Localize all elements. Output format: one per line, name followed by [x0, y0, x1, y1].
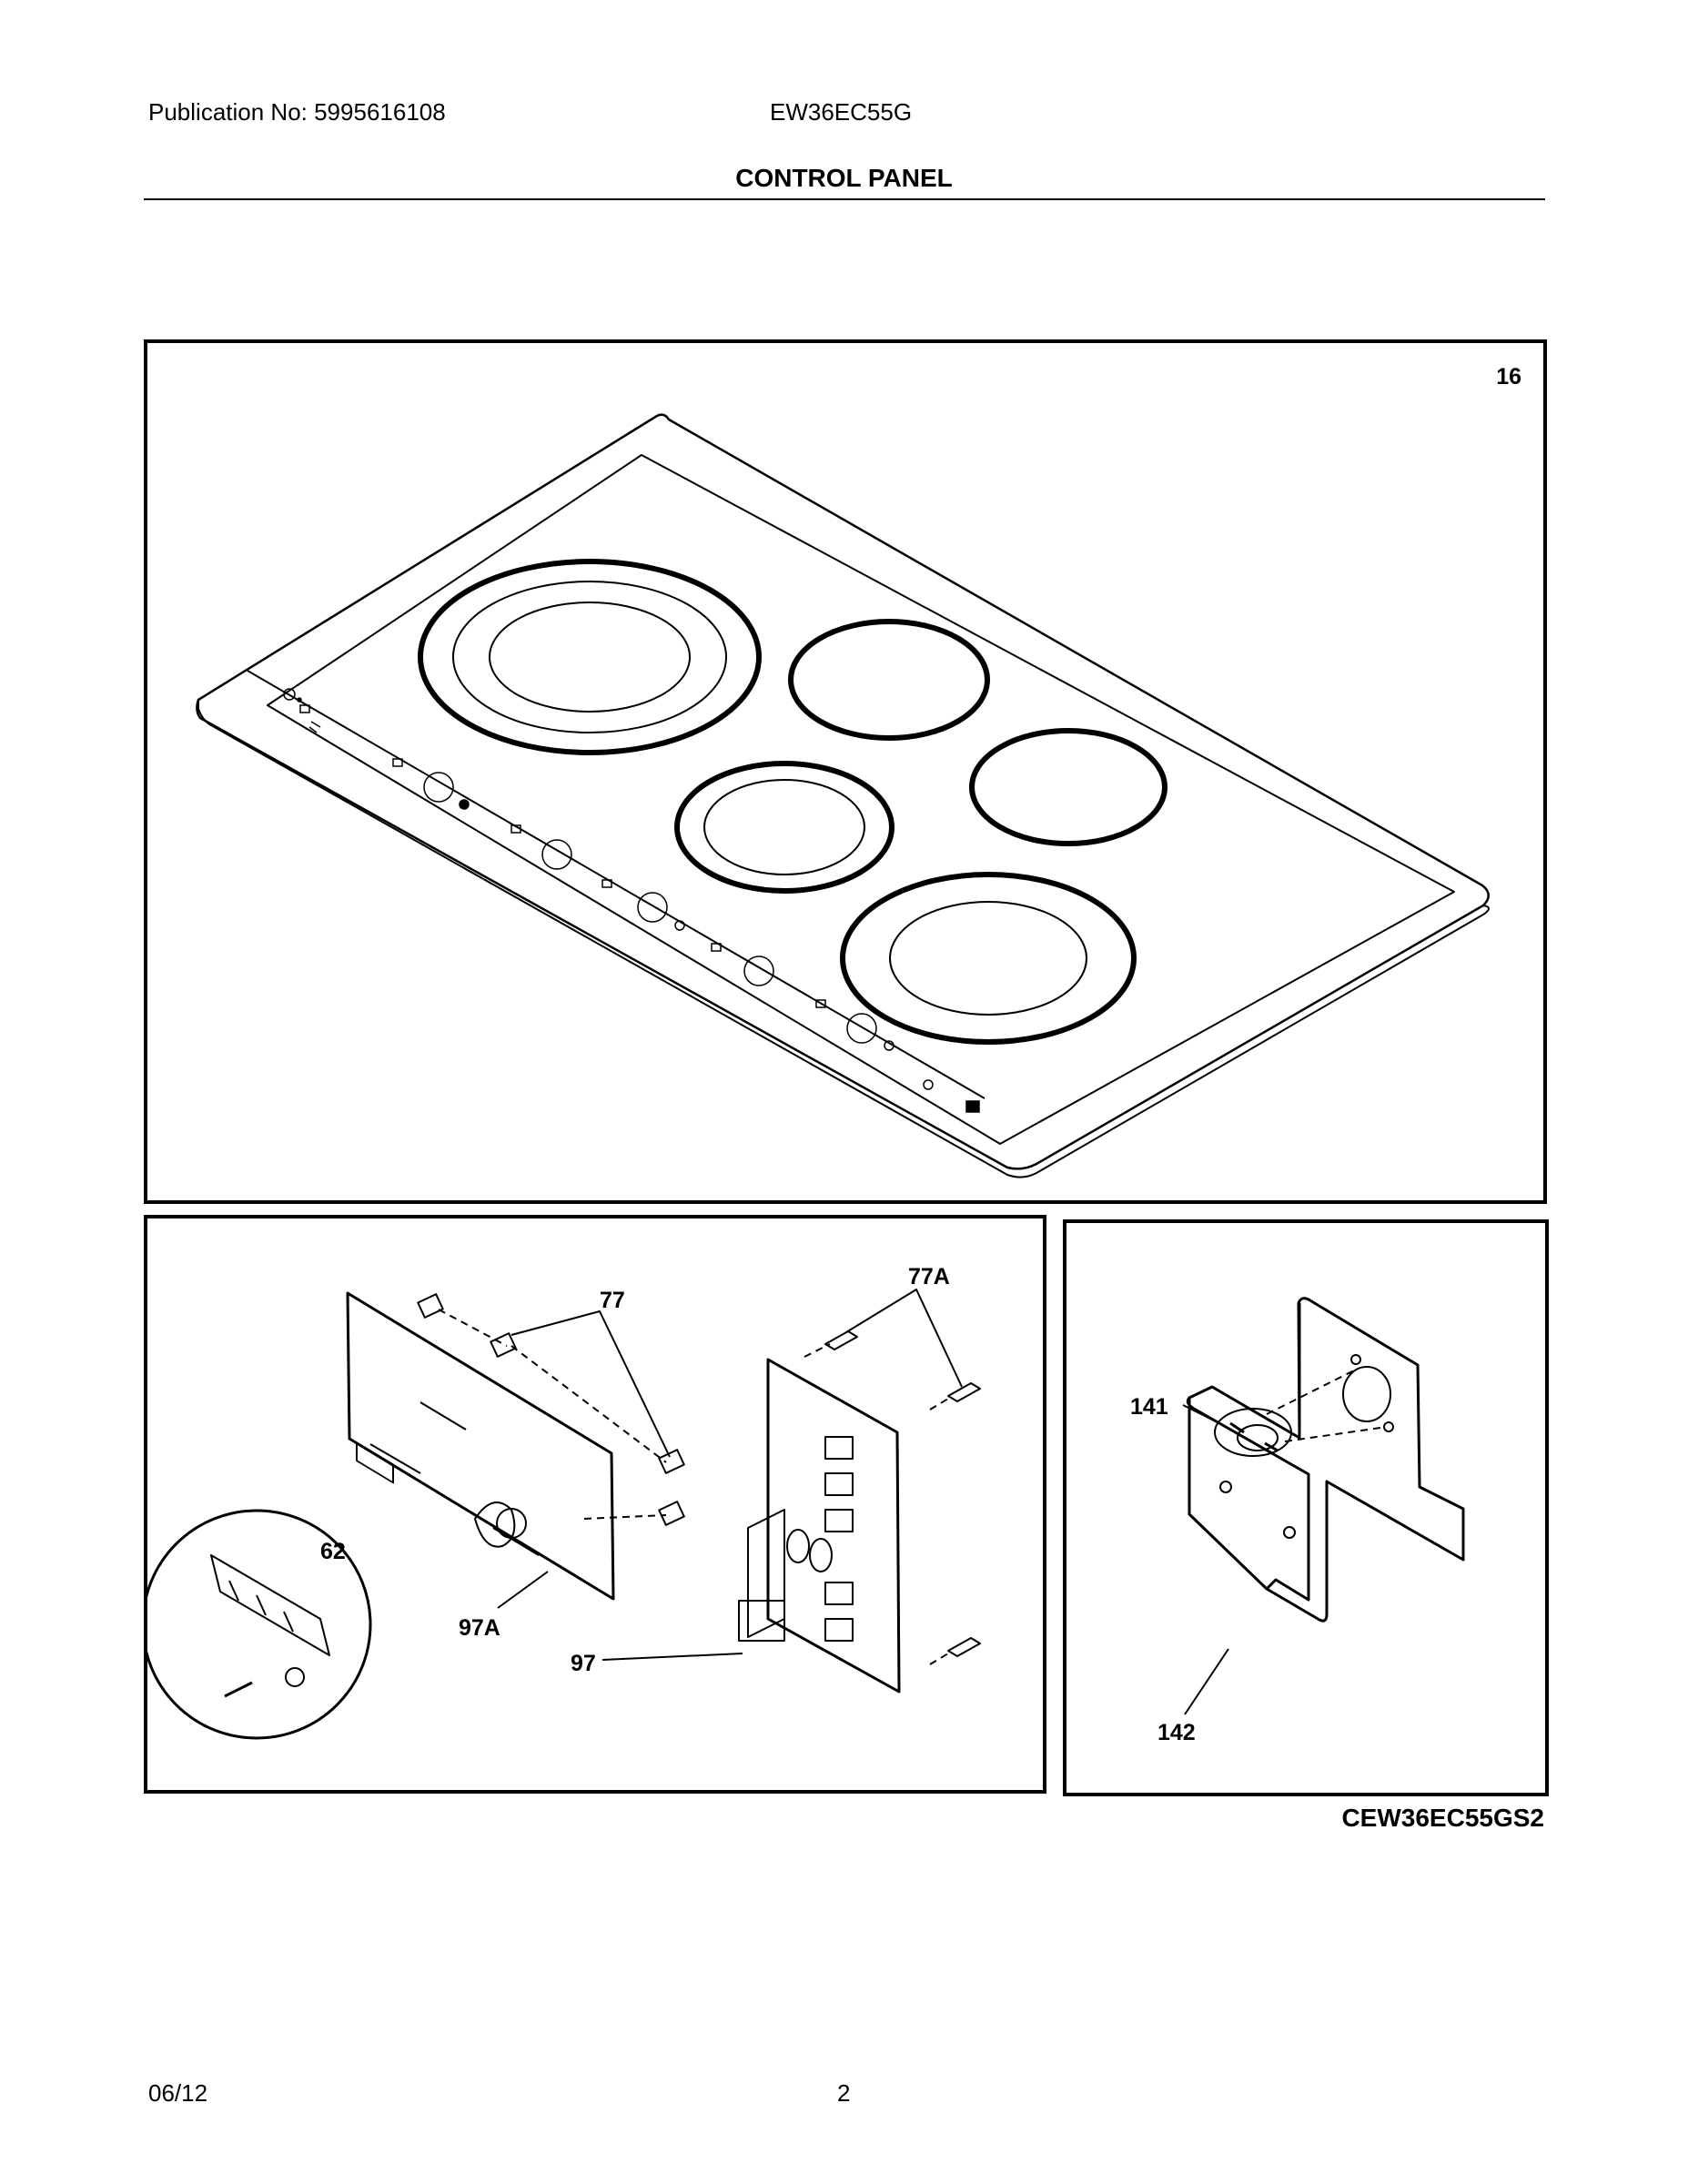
page-number: 2	[837, 2079, 851, 2107]
burner-center-rear	[788, 619, 990, 741]
publication-date: 06/12	[148, 2079, 208, 2107]
cooktop-glass-edge	[197, 700, 1490, 1178]
pin-77a-b	[947, 1382, 981, 1402]
callout-62: 62	[320, 1539, 346, 1564]
callout-77: 77	[600, 1288, 625, 1313]
publication-number: Publication No: 5995616108	[148, 98, 446, 126]
leader-77	[510, 1310, 671, 1458]
cooktop-panel: 16	[144, 339, 1547, 1204]
relay-board-97	[738, 1358, 901, 1694]
standoff-77-a	[417, 1293, 444, 1319]
standoff-77-c	[658, 1449, 685, 1474]
panel-number-label: 16	[1496, 364, 1521, 389]
page-title: CONTROL PANEL	[735, 164, 953, 192]
thermostat-panel: 141 142	[1063, 1219, 1549, 1796]
pin-77a-a	[824, 1330, 858, 1350]
bracket-142	[1186, 1297, 1465, 1623]
control-strip-divider	[247, 670, 986, 1099]
callout-142: 142	[1157, 1720, 1196, 1745]
callout-97: 97	[571, 1651, 596, 1676]
leader-141	[1182, 1404, 1224, 1426]
pin-77a-c	[947, 1637, 981, 1657]
callout-97a: 97A	[459, 1615, 500, 1641]
standoff-77-b	[490, 1332, 517, 1358]
control-icons	[283, 688, 980, 1113]
model-number: EW36EC55G	[770, 98, 913, 126]
zone-control-1	[392, 758, 470, 810]
diagram-reference: CEW36EC55GS2	[1341, 1804, 1544, 1832]
control-boards-drawing: 77 77A 62 97A 97	[147, 1264, 981, 1740]
leader-142	[1184, 1648, 1229, 1715]
burner-center-front	[674, 761, 895, 894]
cooktop-inner-border	[267, 454, 1455, 1145]
zone-control-4	[711, 943, 774, 986]
thermostat-drawing: 141 142	[1130, 1297, 1465, 1745]
cooktop-drawing: 16	[196, 364, 1521, 1178]
timer-control	[923, 1079, 980, 1113]
burner-right-front	[840, 872, 1137, 1045]
burner-left-rear	[418, 559, 762, 755]
leader-97	[601, 1653, 743, 1661]
leader-77a	[845, 1289, 963, 1388]
thermostat-141	[1214, 1408, 1292, 1457]
burner-right-rear	[969, 728, 1167, 846]
zone-control-5	[815, 999, 895, 1051]
control-boards-panel: 77 77A 62 97A 97	[144, 1215, 1046, 1794]
standoff-77-d	[658, 1501, 685, 1526]
power-lock-icons	[283, 688, 321, 733]
callout-141: 141	[1130, 1394, 1168, 1420]
ui-board-97a	[346, 1291, 615, 1601]
detail-circle-62	[147, 1509, 372, 1740]
header-divider	[144, 198, 1545, 200]
zone-control-2	[510, 824, 572, 870]
leader-97a	[497, 1571, 549, 1609]
cooktop-glass-outline	[196, 413, 1490, 1170]
zone-control-3	[601, 879, 685, 931]
callout-77a: 77A	[908, 1264, 950, 1289]
